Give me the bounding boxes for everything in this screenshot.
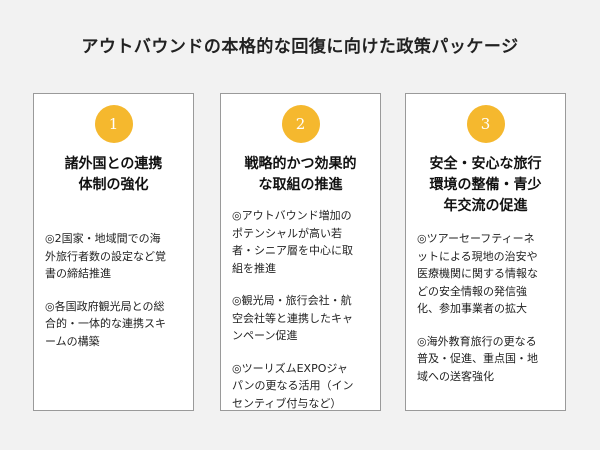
number-badge: 2 <box>281 105 320 143</box>
item-line: 化、参加事業者の拡大 <box>417 302 527 315</box>
item-line: ◎ツーリズムEXPOジャ <box>232 361 348 375</box>
list-item: ◎ツアーセーフティーネ ットによる現地の治安や 医療機関に関する情報な どの安全… <box>417 230 556 318</box>
item-line: 域への送客強化 <box>417 369 494 383</box>
card-title-line: 環境の整備・青少 <box>429 177 542 193</box>
card-title-line: 戦略的かつ効果的 <box>244 156 357 172</box>
card-title-line: 諸外国との連携 <box>64 156 163 172</box>
card-items: ◎アウトバウンド増加の ポテンシャルが高い若 者・シニア層を中心に取 組を推進 … <box>232 207 371 412</box>
list-item: ◎アウトバウンド増加の ポテンシャルが高い若 者・シニア層を中心に取 組を推進 <box>232 207 371 277</box>
card-title: 安全・安心な旅行 環境の整備・青少 年交流の促進 <box>406 154 565 217</box>
item-line: ポテンシャルが高い若 <box>232 226 342 240</box>
item-line: ームの構築 <box>45 334 100 348</box>
card-title: 諸外国との連携 体制の強化 <box>34 154 193 196</box>
card-title-line: な取組の推進 <box>258 177 343 193</box>
item-line: ットによる現地の治安や <box>417 249 538 263</box>
list-item: ◎観光局・旅行会社・航 空会社等と連携したキャ ンペーン促進 <box>232 292 371 345</box>
list-item: ◎海外教育旅行の更なる 普及・促進、重点国・地 域への送客強化 <box>417 333 556 386</box>
number-badge: 1 <box>94 105 133 143</box>
list-item: ◎ツーリズムEXPOジャ パンの更なる活用（イン センティブ付与など） <box>232 360 371 413</box>
card-title-line: 安全・安心な旅行 <box>429 156 542 172</box>
item-line: 書の締結推進 <box>45 267 111 280</box>
policy-card-3: 3 安全・安心な旅行 環境の整備・青少 年交流の促進 ◎ツアーセーフティーネ ッ… <box>405 93 566 411</box>
list-item: ◎2国家・地域間での海 外旅行者数の設定など覚 書の締結推進 <box>45 230 184 283</box>
card-title-line: 年交流の促進 <box>443 198 528 214</box>
page-title: アウトバウンドの本格的な回復に向けた政策パッケージ <box>81 37 519 57</box>
item-line: ◎観光局・旅行会社・航 <box>232 294 352 307</box>
item-line: ◎アウトバウンド増加の <box>232 209 352 222</box>
policy-card-1: 1 諸外国との連携 体制の強化 ◎2国家・地域間での海 外旅行者数の設定など覚 … <box>33 93 194 411</box>
item-line: 合的・一体的な連携スキ <box>45 317 166 330</box>
item-line: ◎ツアーセーフティーネ <box>417 232 535 245</box>
policy-card-2: 2 戦略的かつ効果的 な取組の推進 ◎アウトバウンド増加の ポテンシャルが高い若… <box>220 93 381 411</box>
item-line: どの安全情報の発信強 <box>417 284 527 298</box>
item-line: 医療機関に関する情報な <box>417 267 538 280</box>
item-line: パンの更なる活用（イン <box>232 379 354 392</box>
card-items: ◎ツアーセーフティーネ ットによる現地の治安や 医療機関に関する情報な どの安全… <box>417 230 556 385</box>
number-badge: 3 <box>466 105 505 143</box>
list-item: ◎各国政府観光局との総 合的・一体的な連携スキ ームの構築 <box>45 298 184 351</box>
item-line: ◎2国家・地域間での海 <box>45 232 161 245</box>
item-line: 普及・促進、重点国・地 <box>417 352 538 365</box>
item-line: 組を推進 <box>232 261 276 275</box>
item-line: 空会社等と連携したキャ <box>232 311 353 325</box>
card-title: 戦略的かつ効果的 な取組の推進 <box>221 154 380 196</box>
item-line: 外旅行者数の設定など覚 <box>45 249 166 263</box>
item-line: ◎各国政府観光局との総 <box>45 299 165 313</box>
item-line: ンペーン促進 <box>232 329 298 342</box>
card-items: ◎2国家・地域間での海 外旅行者数の設定など覚 書の締結推進 ◎各国政府観光局と… <box>45 230 184 350</box>
item-line: ◎海外教育旅行の更なる <box>417 334 537 348</box>
card-title-line: 体制の強化 <box>78 177 149 193</box>
item-line: センティブ付与など） <box>232 396 342 410</box>
item-line: 者・シニア層を中心に取 <box>232 244 353 257</box>
